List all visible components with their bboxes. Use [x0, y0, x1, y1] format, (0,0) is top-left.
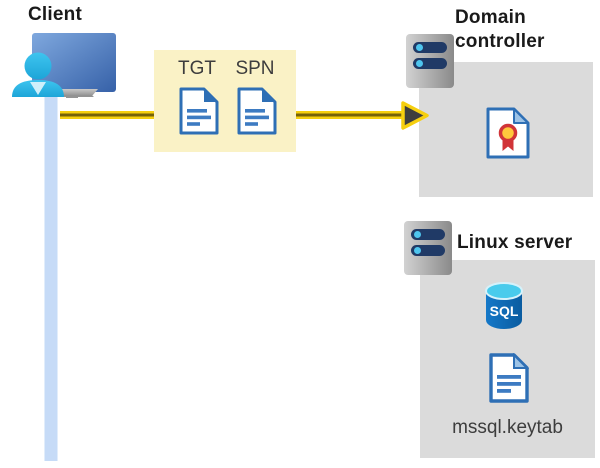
keytab-document-icon — [489, 352, 530, 408]
tgt-document-icon — [179, 87, 219, 140]
domain-controller-title: Domain controller — [455, 7, 545, 52]
domain-controller-server-icon — [405, 33, 455, 94]
certificate-icon — [486, 107, 530, 164]
client-title: Client — [28, 4, 82, 25]
spn-label: SPN — [235, 58, 275, 79]
keytab-filename-label: mssql.keytab — [452, 417, 563, 438]
user-icon — [12, 52, 64, 97]
sql-database-icon: SQL — [484, 281, 524, 336]
sql-icon-text: SQL — [490, 303, 519, 319]
linux-server-title: Linux server — [457, 232, 573, 253]
ticket-box: TGT SPN — [154, 50, 296, 152]
linux-server-icon — [403, 220, 453, 281]
client-lifeline — [44, 96, 58, 461]
client-workstation-icon — [8, 30, 120, 110]
request-arrow-head — [400, 100, 432, 136]
spn-document-icon — [237, 87, 277, 140]
tgt-label: TGT — [178, 58, 216, 79]
